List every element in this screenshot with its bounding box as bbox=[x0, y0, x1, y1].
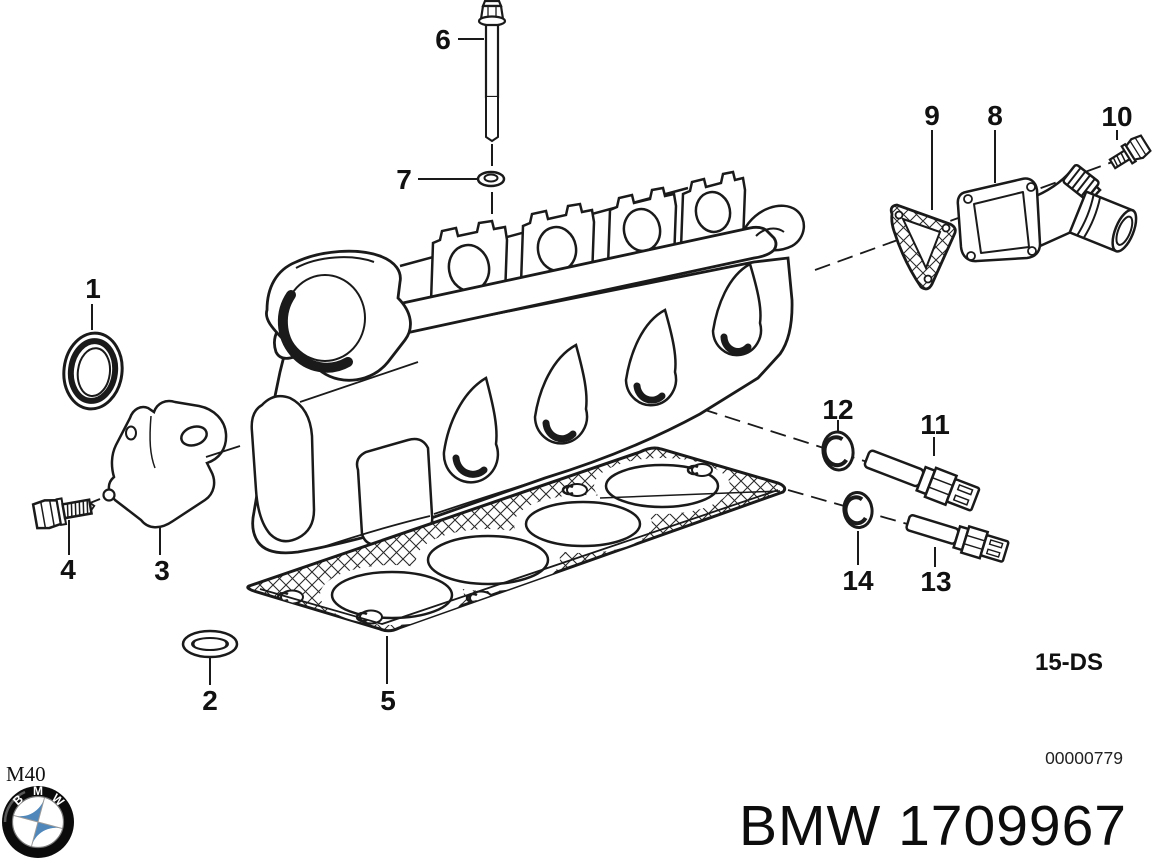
part-12-washer bbox=[821, 430, 855, 472]
part-5-head-gasket bbox=[246, 446, 787, 633]
part-14-washer bbox=[842, 491, 874, 529]
part-11-sensor bbox=[863, 449, 981, 512]
callout-9: 9 bbox=[924, 100, 940, 131]
part-10-bolt bbox=[1108, 134, 1152, 170]
part-2-o-ring bbox=[181, 629, 239, 659]
callout-7: 7 bbox=[396, 164, 412, 195]
callout-2: 2 bbox=[202, 685, 218, 716]
callout-8: 8 bbox=[987, 100, 1003, 131]
callout-3: 3 bbox=[154, 555, 170, 586]
callout-10: 10 bbox=[1101, 101, 1132, 132]
callout-leader-lines bbox=[68, 38, 1118, 685]
callout-5: 5 bbox=[380, 685, 396, 716]
callout-11: 11 bbox=[920, 409, 950, 440]
part-13-sensor bbox=[905, 514, 1010, 563]
callout-4: 4 bbox=[60, 554, 76, 585]
part-8-water-flange bbox=[956, 163, 1138, 263]
callout-6: 6 bbox=[435, 24, 451, 55]
bmw-logo: B M W bbox=[2, 784, 74, 858]
part-1-seal-ring bbox=[62, 331, 124, 411]
callout-13: 13 bbox=[920, 566, 951, 597]
part-7-washer bbox=[476, 170, 506, 188]
part-6-head-bolt bbox=[477, 0, 507, 143]
callout-14: 14 bbox=[842, 565, 874, 596]
callout-12: 12 bbox=[822, 394, 853, 425]
intake-ports bbox=[442, 262, 763, 484]
image-number-label: 00000779 bbox=[1045, 748, 1123, 768]
part-4-bolt bbox=[31, 497, 96, 530]
cylinder-head bbox=[250, 170, 805, 555]
bmw-logo-letter-m: M bbox=[33, 784, 43, 798]
part-number-title: BMW 1709967 bbox=[739, 794, 1127, 858]
part-9-flange-gasket bbox=[889, 203, 957, 291]
section-code-label: 15-DS bbox=[1035, 649, 1103, 676]
part-3-bracket bbox=[102, 399, 241, 529]
callout-1: 1 bbox=[85, 273, 101, 304]
engine-code-label: M40 bbox=[6, 762, 46, 786]
